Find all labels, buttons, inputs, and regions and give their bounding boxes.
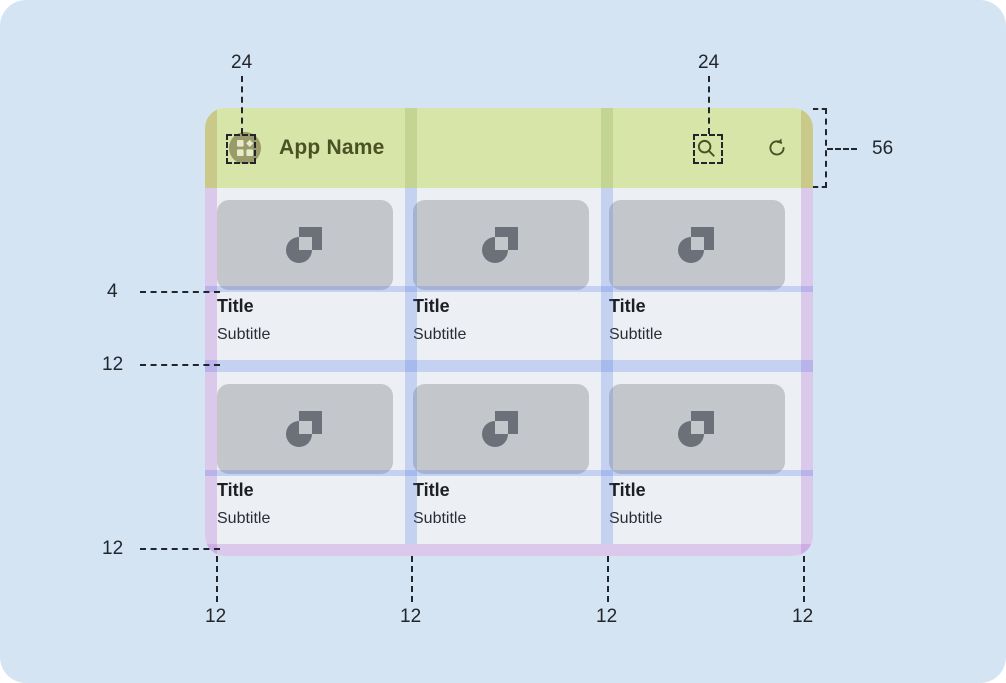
measure-line-col-3 [607, 556, 609, 602]
image-placeholder-icon [482, 411, 518, 447]
image-placeholder-icon [482, 227, 518, 263]
image-placeholder-icon [286, 411, 322, 447]
refresh-glyph [769, 138, 785, 156]
card-title: Title [609, 480, 646, 500]
card-subtitle: Subtitle [413, 326, 467, 343]
app-bar-title: App Name [279, 136, 385, 159]
measure-label-gap-4: 4 [107, 281, 118, 302]
card-media [413, 384, 589, 474]
measure-line-row-gap [140, 364, 220, 366]
measure-line-bottom-pad [140, 548, 220, 550]
measure-label-icon-left: 24 [231, 52, 253, 73]
image-placeholder-icon [678, 411, 714, 447]
measure-label-icon-right: 24 [698, 52, 720, 73]
image-placeholder-icon [678, 227, 714, 263]
measure-box-leading-icon [226, 134, 256, 164]
card-title: Title [217, 480, 254, 500]
card-media [609, 384, 785, 474]
measure-line-search-icon [708, 76, 710, 134]
measure-bracket-appbar-height [813, 108, 827, 188]
measure-label-col-1: 12 [205, 606, 227, 627]
card-title: Title [413, 480, 450, 500]
measure-label-appbar-height: 56 [872, 138, 894, 159]
card-subtitle: Subtitle [413, 510, 467, 527]
card-subtitle: Subtitle [609, 510, 663, 527]
measure-label-col-2: 12 [400, 606, 422, 627]
image-placeholder-icon [286, 227, 322, 263]
measure-line-gap-4 [140, 291, 220, 293]
apps-grid-glyph [237, 139, 254, 156]
measure-label-row-gap: 12 [102, 354, 124, 375]
measure-label-bottom-pad: 12 [102, 538, 124, 559]
refresh-icon[interactable] [763, 134, 791, 162]
search-glyph [697, 139, 715, 157]
measure-box-search-icon [693, 134, 723, 164]
card-subtitle: Subtitle [609, 326, 663, 343]
card-subtitle: Subtitle [217, 510, 271, 527]
card-media [217, 200, 393, 290]
card-media [609, 200, 785, 290]
search-icon[interactable] [692, 134, 720, 162]
measure-line-leading-icon [241, 76, 243, 134]
card-title: Title [413, 296, 450, 316]
card-title: Title [609, 296, 646, 316]
card-media [217, 384, 393, 474]
card-title: Title [217, 296, 254, 316]
measure-label-col-4: 12 [792, 606, 814, 627]
measure-line-col-2 [411, 556, 413, 602]
card-subtitle: Subtitle [217, 326, 271, 343]
card-media [413, 200, 589, 290]
measure-line-col-4 [803, 556, 805, 602]
measure-line-appbar-height [827, 148, 857, 150]
measure-line-col-1 [216, 556, 218, 602]
measure-label-col-3: 12 [596, 606, 618, 627]
